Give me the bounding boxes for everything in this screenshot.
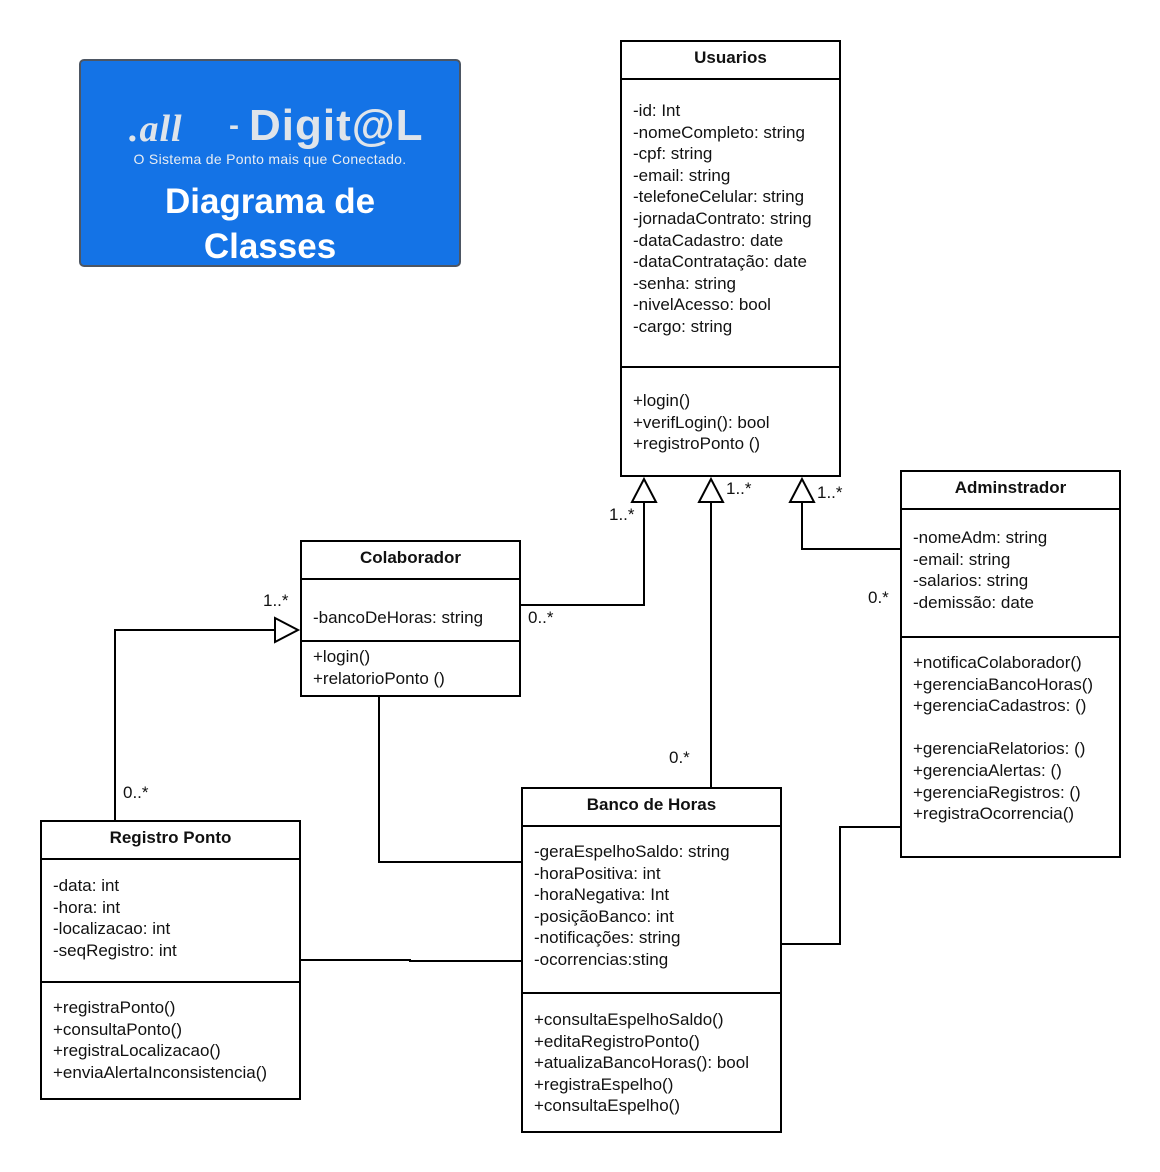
class-name: Registro Ponto — [42, 822, 299, 860]
method-item: +login() — [633, 391, 691, 410]
registro-banco-line — [300, 959, 521, 962]
method-item: +gerenciaCadastros: () — [913, 696, 1087, 716]
method-item: +registraOcorrencia() — [913, 804, 1075, 824]
attribute-item: -jornadaContrato: string — [633, 208, 812, 228]
method-item: +enviaAlertaInconsistencia() — [53, 1062, 268, 1082]
attributes-section: -nomeAdm: string -email: string-salarios:… — [902, 510, 1119, 636]
registro-colaborador-line — [114, 629, 274, 820]
attribute-item: -dataCadastro: date — [633, 230, 784, 250]
attribute-item: -horaNegativa: Int — [534, 885, 670, 905]
logo-dash: - — [229, 109, 239, 142]
method-item: +verifLogin(): bool — [633, 412, 770, 432]
admin-usuarios-line — [801, 502, 900, 550]
methods-section: +notificaColaborador() +gerenciaBancoHora… — [902, 636, 1119, 856]
attribute-item: -horaPositiva: int — [534, 863, 661, 883]
attribute-item: -demissão: date — [913, 592, 1034, 612]
generalization-arrowhead — [697, 476, 725, 503]
attribute-item: -email: string — [633, 165, 731, 185]
title-banner: .all - Digit@L O Sistema de Ponto mais q… — [79, 59, 461, 267]
class-registro-ponto: Registro Ponto -data: int -hora: int-loca… — [40, 820, 301, 1100]
colaborador-usuarios-line — [520, 502, 645, 606]
methods-section: +registraPonto() +consultaPonto()+registr… — [42, 981, 299, 1098]
multiplicity-label: 0.* — [669, 748, 690, 767]
multiplicity-label: 1..* — [609, 505, 635, 524]
attribute-item: -ocorrencias:sting — [534, 949, 669, 969]
multiplicity-label: 0..* — [123, 783, 149, 802]
class-name: Colaborador — [302, 542, 519, 580]
attribute-item: -email: string — [913, 549, 1011, 569]
attribute-item: -cpf: string — [633, 144, 713, 164]
methods-section: +login() +verifLogin(): bool+registroPont… — [622, 366, 839, 475]
attribute-item: -localizacao: int — [53, 919, 171, 939]
attribute-item: -nivelAcesso: bool — [633, 295, 771, 315]
member-spacer — [913, 717, 1119, 739]
attribute-item: -bancoDeHoras: string — [313, 608, 484, 627]
method-item: +editaRegistroPonto() — [534, 1031, 700, 1051]
generalization-arrowhead — [630, 476, 658, 503]
logo-digital-text: Digit@L — [249, 101, 424, 150]
logo: .all - Digit@L — [81, 99, 459, 150]
attribute-item: -senha: string — [633, 273, 736, 293]
class-name: Adminstrador — [902, 472, 1119, 510]
method-item: +consultaPonto() — [53, 1019, 182, 1039]
generalization-arrowhead — [274, 616, 301, 644]
logo-all-text: .all — [129, 108, 183, 150]
attribute-item: -notificações: string — [534, 928, 681, 948]
multiplicity-label: 1..* — [726, 479, 752, 498]
attribute-item: -salarios: string — [913, 571, 1029, 591]
attribute-item: -seqRegistro: int — [53, 940, 177, 960]
class-name: Banco de Horas — [523, 789, 780, 827]
method-item: +gerenciaAlertas: () — [913, 760, 1062, 780]
attributes-section: -geraEspelhoSaldo: string -horaPositiva: … — [523, 827, 780, 992]
method-item: +registraEspelho() — [534, 1074, 674, 1094]
multiplicity-label: 0.* — [868, 588, 889, 607]
method-item: +relatorioPonto () — [313, 668, 445, 688]
attribute-item: -hora: int — [53, 897, 121, 917]
method-item: +registroPonto () — [633, 434, 761, 454]
class-banco-de-horas: Banco de Horas -geraEspelhoSaldo: string… — [521, 787, 782, 1133]
colaborador-banco-line — [378, 696, 521, 863]
attribute-item: -telefoneCelular: string — [633, 187, 805, 207]
attribute-item: -geraEspelhoSaldo: string — [534, 842, 730, 861]
methods-section: +login() +relatorioPonto () — [302, 640, 519, 695]
attribute-item: -nomeAdm: string — [913, 528, 1048, 547]
attributes-section: -id: Int -nomeCompleto: string-cpf: strin… — [622, 80, 839, 366]
attribute-item: -cargo: string — [633, 316, 733, 336]
method-item: +registraLocalizacao() — [53, 1041, 221, 1061]
class-name: Usuarios — [622, 42, 839, 80]
attributes-section: -data: int -hora: int-localizacao: int-se… — [42, 860, 299, 981]
banco-admin-line — [781, 826, 900, 945]
attribute-item: -id: Int — [633, 101, 681, 120]
method-item: +atualizaBancoHoras(): bool — [534, 1053, 749, 1073]
class-usuarios: Usuarios -id: Int-nomeCompleto: string-c… — [620, 40, 841, 477]
method-item: +consultaEspelho() — [534, 1096, 681, 1116]
method-item: +registraPonto() — [53, 998, 176, 1017]
class-colaborador: Colaborador -bancoDeHoras: string +login… — [300, 540, 521, 697]
attribute-item: -dataContratação: date — [633, 252, 807, 272]
method-item: +consultaEspelhoSaldo() — [534, 1010, 724, 1029]
class-adminstrador: Adminstrador -nomeAdm: string -email: str… — [900, 470, 1121, 858]
attributes-section: -bancoDeHoras: string — [302, 580, 519, 640]
multiplicity-label: 1..* — [817, 483, 843, 502]
attribute-item: -data: int — [53, 876, 120, 895]
diagram-title-line2: Classes — [203, 227, 337, 266]
diagram-title: Diagrama de Classes — [81, 179, 459, 269]
methods-section: +consultaEspelhoSaldo() +editaRegistroPon… — [523, 992, 780, 1131]
logo-tagline: O Sistema de Ponto mais que Conectado. — [133, 151, 407, 167]
attribute-item: -posiçãoBanco: int — [534, 906, 674, 926]
method-item: +gerenciaRegistros: () — [913, 782, 1081, 802]
method-item: +login() — [313, 647, 371, 666]
generalization-arrowhead — [788, 476, 816, 503]
multiplicity-label: 0..* — [528, 608, 554, 627]
attribute-item: -nomeCompleto: string — [633, 122, 805, 142]
multiplicity-label: 1..* — [263, 591, 289, 610]
method-item: +gerenciaRelatorios: () — [913, 739, 1086, 759]
method-item: +gerenciaBancoHoras() — [913, 674, 1094, 694]
diagram-title-line1: Diagrama de — [164, 182, 376, 221]
method-item: +notificaColaborador() — [913, 653, 1082, 672]
